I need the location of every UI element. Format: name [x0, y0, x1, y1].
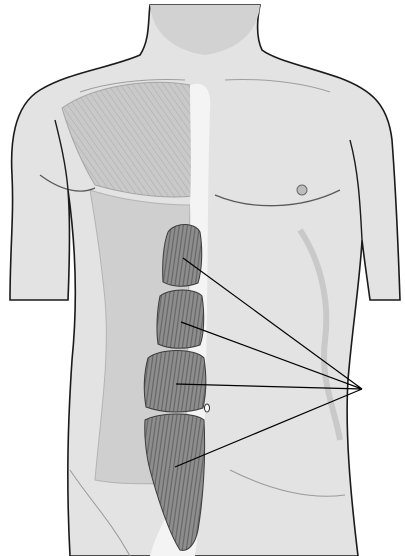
rectus-segment-1-fibers [163, 225, 202, 287]
rectus-segment-3-fibers [144, 351, 206, 413]
navel [205, 404, 210, 412]
right-nipple [297, 185, 307, 195]
rectus-segment-2-fibers [157, 290, 204, 348]
